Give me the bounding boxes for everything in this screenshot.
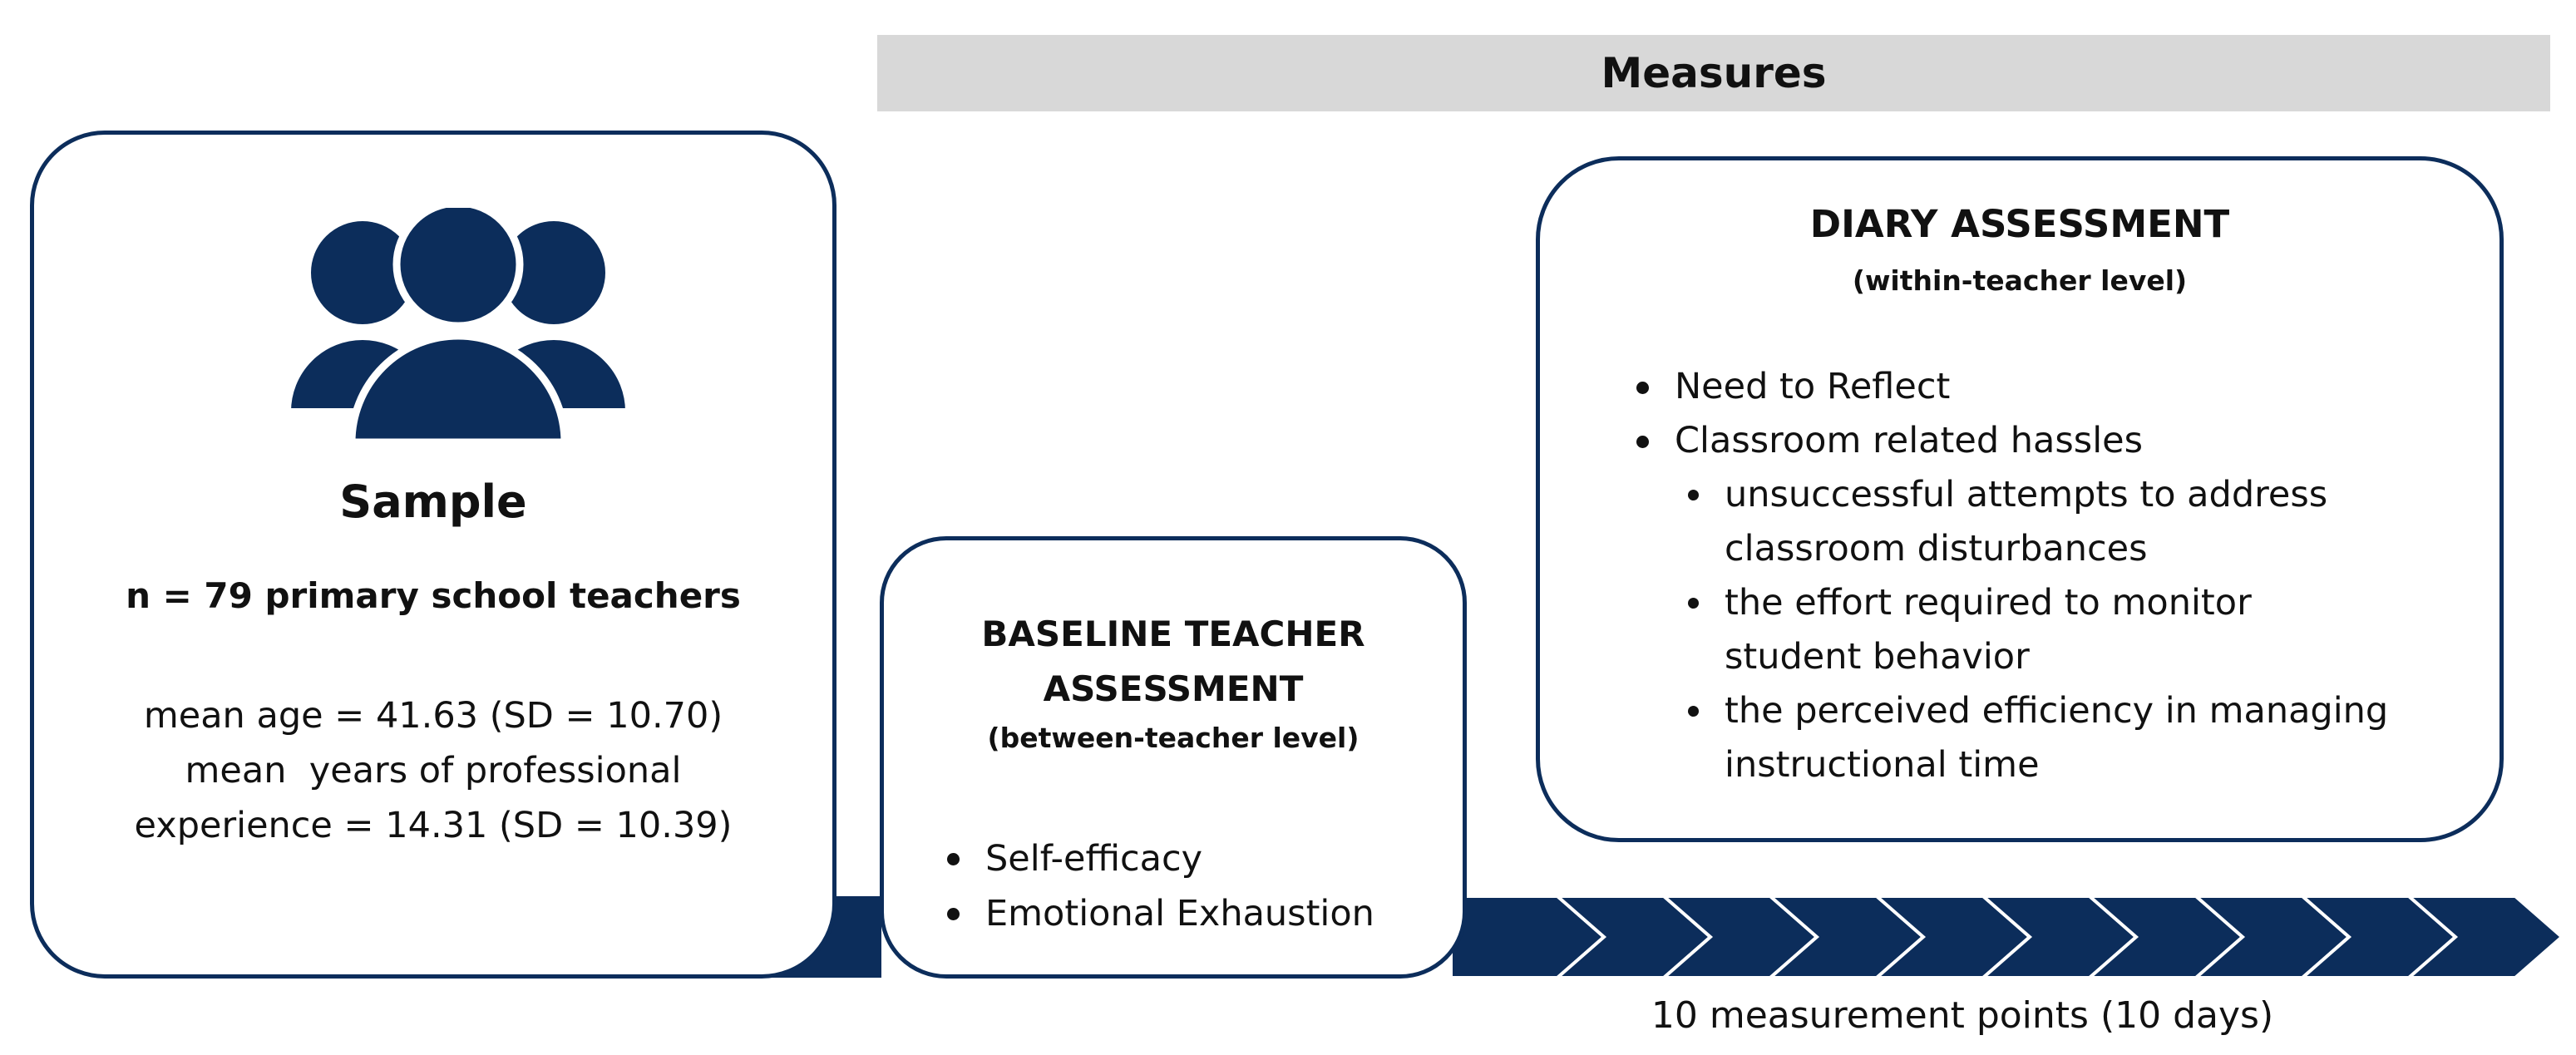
stat-experience-line2: experience = 14.31 (SD = 10.39) xyxy=(134,805,733,846)
diary-measures-list: Need to Reflect Classroom related hassle… xyxy=(1631,360,2388,792)
sample-box: Sample n = 79 primary school teachers me… xyxy=(30,131,836,979)
people-group-icon xyxy=(284,208,633,446)
stat-mean-age: mean age = 41.63 (SD = 10.70) xyxy=(143,695,723,737)
baseline-subtitle: (between-teacher level) xyxy=(987,722,1360,754)
baseline-title-line2: ASSESSMENT xyxy=(1043,668,1304,709)
measures-header: Measures xyxy=(877,35,2550,111)
sub-item-monitoring-line2: student behavior xyxy=(1725,636,2030,678)
sub-item-disturbances-line1: unsuccessful attempts to address xyxy=(1725,474,2328,515)
sample-title: Sample xyxy=(339,476,527,528)
sub-item-instructional-time-line1: the perceived efficiency in managing xyxy=(1725,690,2389,732)
sub-item-instructional-time-line2: instructional time xyxy=(1725,744,2040,786)
list-item-classroom-hassles: Classroom related hassles xyxy=(1631,414,2388,468)
sub-item-monitoring: the effort required to monitor student b… xyxy=(1681,576,2388,684)
baseline-measures-list: Self-efficacy Emotional Exhaustion xyxy=(942,831,1374,941)
list-item-need-to-reflect: Need to Reflect xyxy=(1631,360,2388,414)
stat-experience-line1: mean years of professional xyxy=(185,750,682,791)
hassles-sub-list: unsuccessful attempts to address classro… xyxy=(1681,468,2388,792)
sub-item-monitoring-line1: the effort required to monitor xyxy=(1725,582,2252,624)
timeline-chevrons xyxy=(1449,895,2565,979)
timeline-chevron-10 xyxy=(2404,895,2565,979)
measures-header-label: Measures xyxy=(1601,49,1827,97)
list-item-self-efficacy: Self-efficacy xyxy=(942,831,1374,886)
timeline-caption: 10 measurement points (10 days) xyxy=(1651,994,2274,1037)
sub-item-instructional-time: the perceived efficiency in managing ins… xyxy=(1681,684,2388,792)
sample-stats: mean age = 41.63 (SD = 10.70) mean years… xyxy=(34,688,832,853)
timeline-arrow xyxy=(748,895,2565,979)
diary-subtitle: (within-teacher level) xyxy=(1852,264,2188,297)
diary-assessment-box: DIARY ASSESSMENT (within-teacher level) … xyxy=(1536,156,2504,842)
sub-item-disturbances: unsuccessful attempts to address classro… xyxy=(1681,468,2388,576)
diary-title: DIARY ASSESSMENT xyxy=(1809,202,2230,246)
sample-size: n = 79 primary school teachers xyxy=(126,575,741,616)
sub-item-disturbances-line2: classroom disturbances xyxy=(1725,528,2148,569)
baseline-assessment-box: BASELINE TEACHER ASSESSMENT (between-tea… xyxy=(880,536,1467,979)
baseline-title-line1: BASELINE TEACHER xyxy=(981,614,1365,654)
baseline-title: BASELINE TEACHER ASSESSMENT xyxy=(884,607,1463,717)
list-item-emotional-exhaustion: Emotional Exhaustion xyxy=(942,886,1374,941)
